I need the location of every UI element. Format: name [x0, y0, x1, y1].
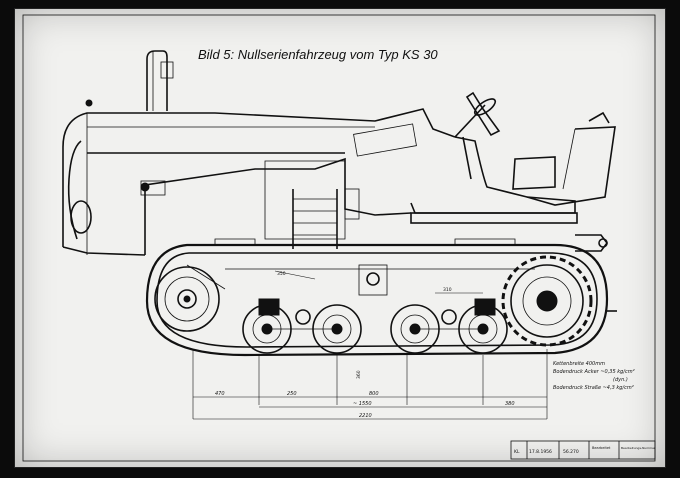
dimension-lines	[192, 270, 548, 420]
specs-block: Kettenbreite 400mm Bodendruck Acker ~0,3…	[553, 361, 635, 391]
spec-ground-pressure-field: Bodendruck Acker ~0,35 kg/cm²	[553, 369, 635, 375]
exhaust-stack	[146, 50, 174, 111]
engine-hood	[62, 99, 456, 256]
titleblock-number: 56.270	[563, 449, 579, 455]
titleblock-drawn-by: KL	[514, 449, 520, 455]
dim-1550: ~ 1550	[353, 401, 372, 407]
dim-360: 360	[356, 370, 362, 379]
front-idler	[154, 264, 226, 332]
dim-350: 350	[277, 271, 286, 277]
dim-380: 380	[505, 401, 515, 407]
steering-wheel	[454, 91, 501, 180]
titleblock-edited: Bearbeitet	[592, 446, 611, 450]
drawing-title: Bild 5: Nullserienfahrzeug vom Typ KS 30	[198, 47, 438, 62]
dim-800: 800	[369, 391, 379, 397]
title-block: KL 17.8.1956 56.270 Bearbeitet Bearbeitu…	[510, 440, 656, 460]
dim-470: 470	[215, 391, 225, 397]
technical-drawing: Bild 5: Nullserienfahrzeug vom Typ KS 30	[22, 14, 656, 462]
suspension	[225, 264, 535, 330]
chassis-platform	[140, 123, 578, 255]
drawing-sheet: Bild 5: Nullserienfahrzeug vom Typ KS 30	[14, 8, 666, 468]
spec-track-width: Kettenbreite 400mm	[553, 361, 605, 367]
titleblock-date: 17.8.1956	[529, 449, 552, 455]
dim-250: 250	[287, 391, 297, 397]
sheet-border	[22, 14, 656, 462]
spec-dyn: (dyn.)	[613, 377, 628, 383]
titleblock-ref: Bearbeitungs-Nummer	[621, 446, 656, 450]
dim-310: 310	[443, 287, 452, 293]
drive-sprocket	[501, 255, 593, 347]
driver-seat	[512, 111, 616, 206]
spec-ground-pressure-road: Bodendruck Straße ~4,3 kg/cm²	[553, 385, 634, 391]
dim-2210: 2210	[359, 413, 372, 419]
